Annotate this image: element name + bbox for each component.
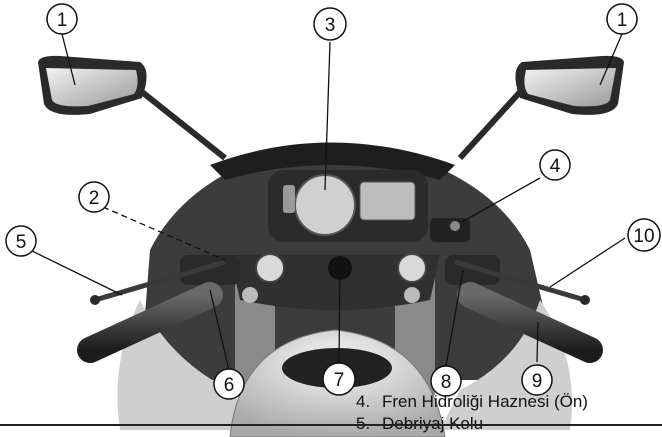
callout-label: 8 — [441, 372, 452, 393]
callout-marker: 2 — [79, 182, 109, 212]
left-mirror — [38, 56, 225, 158]
callout-label: 1 — [617, 10, 628, 31]
callout-marker: 7 — [323, 363, 355, 395]
top-triple-clamp — [230, 254, 440, 310]
callout-marker: 5 — [6, 226, 36, 256]
instrument-cluster — [268, 170, 428, 242]
callout-label: 10 — [633, 226, 654, 247]
callout-label: 5 — [16, 232, 27, 253]
callout-marker: 6 — [214, 369, 244, 399]
callout-label: 2 — [89, 188, 100, 209]
callout-marker: 1 — [607, 4, 637, 34]
callout-label: 9 — [532, 371, 543, 392]
callout-marker: 9 — [522, 365, 552, 395]
callout-label: 7 — [334, 370, 345, 391]
callout-marker: 10 — [628, 219, 660, 251]
right-mirror — [460, 56, 624, 158]
callout-label: 3 — [325, 15, 336, 36]
callout-label: 4 — [550, 156, 561, 177]
callout-label: 1 — [57, 10, 68, 31]
legend-number: 4. — [356, 392, 382, 412]
callout-label: 6 — [224, 375, 235, 396]
legend-text: Fren Hidroliği Haznesi (Ön) — [382, 392, 588, 411]
legend-item: 4.Fren Hidroliği Haznesi (Ön) — [356, 392, 588, 412]
section-divider — [0, 424, 662, 426]
callout-marker: 4 — [540, 150, 570, 180]
callout-marker: 1 — [47, 4, 77, 34]
callout-marker: 3 — [314, 8, 346, 40]
